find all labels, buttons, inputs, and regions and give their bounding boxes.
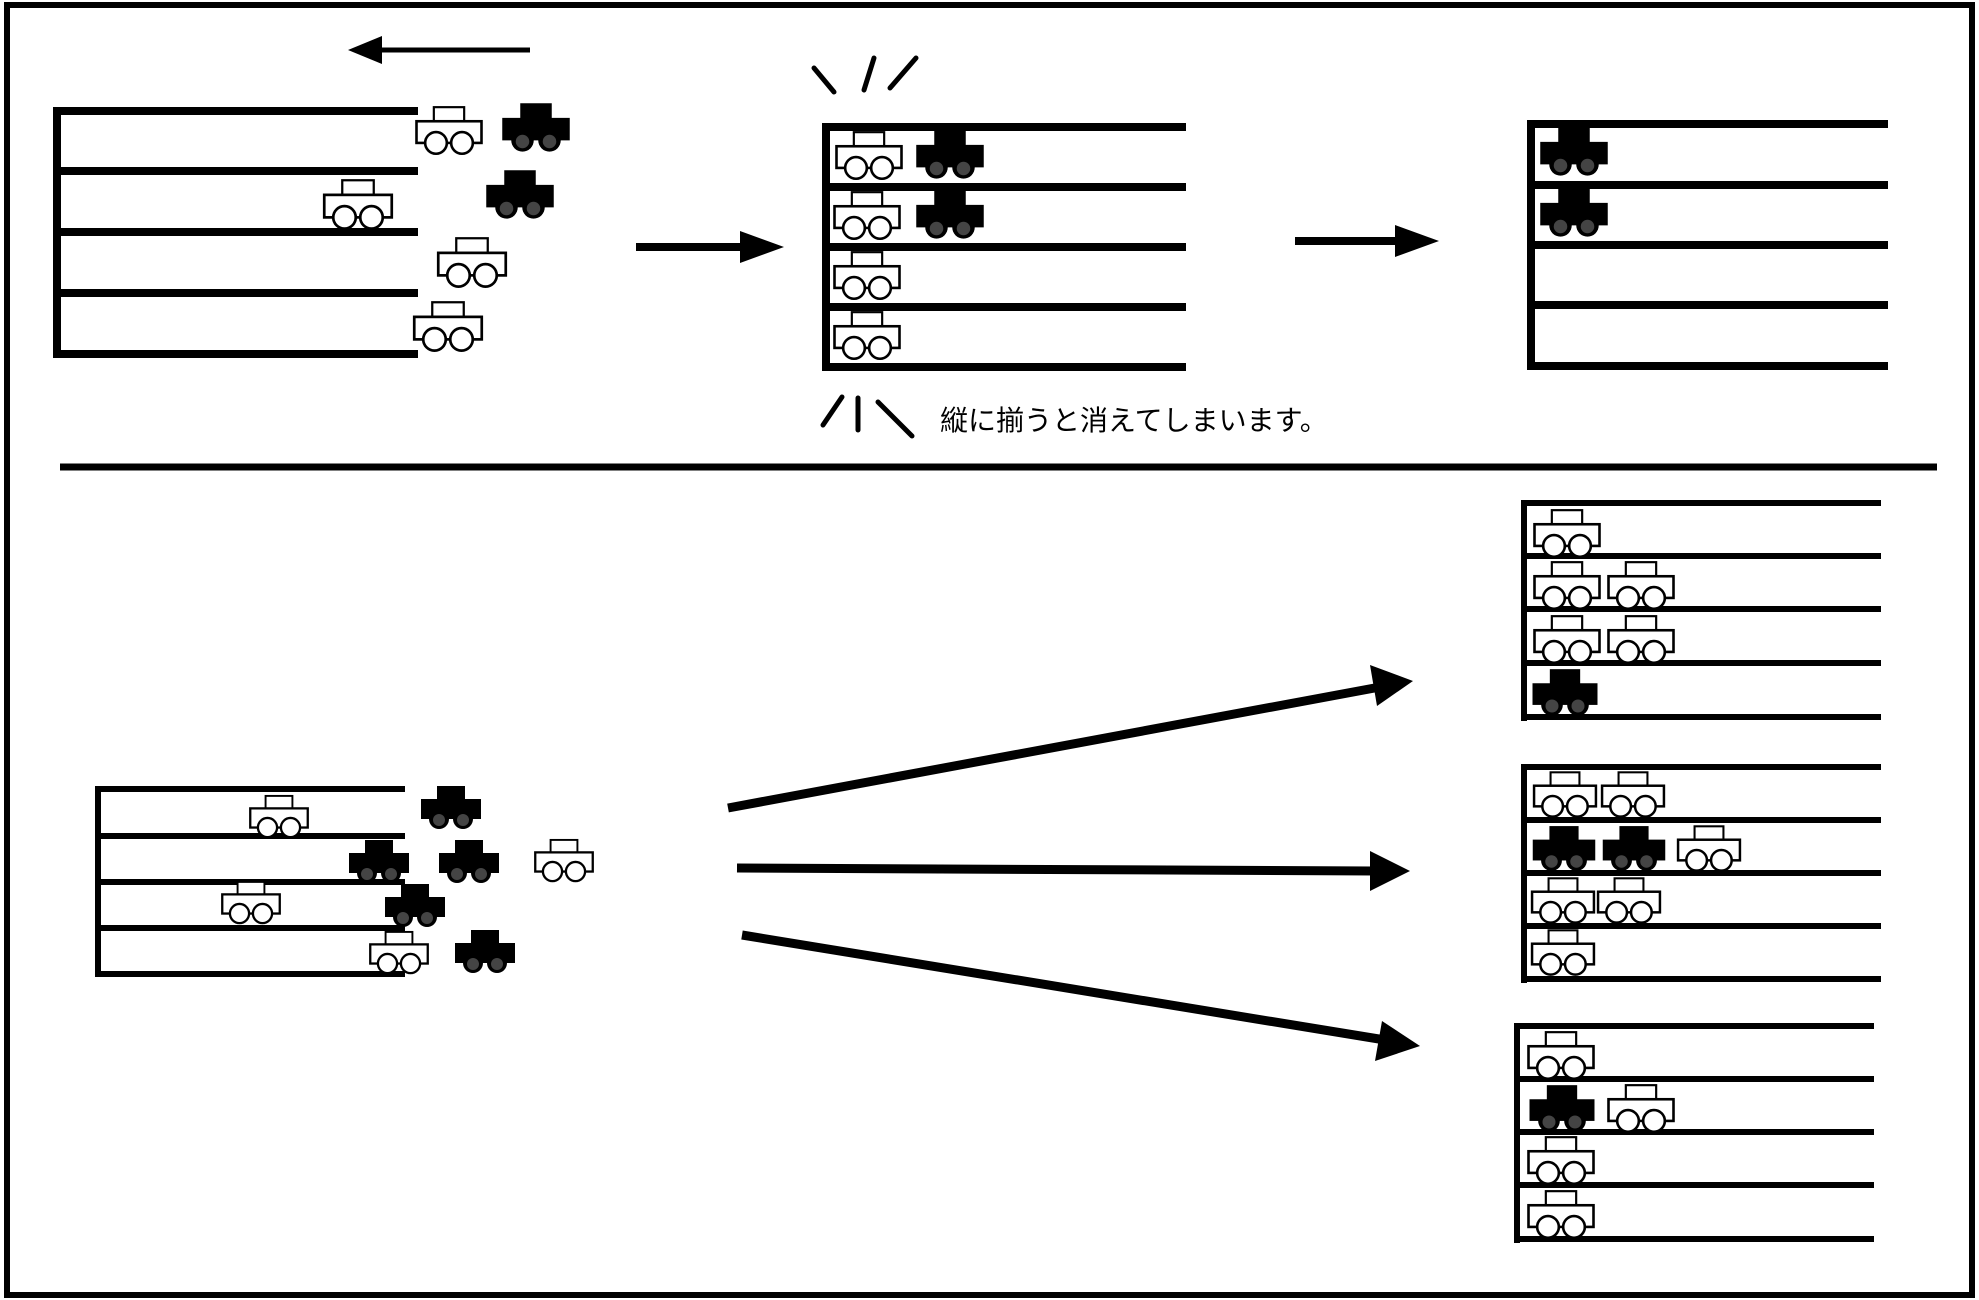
dark-car-icon (1540, 188, 1608, 237)
bottom-start-panel (95, 786, 594, 977)
arrow-icon (736, 851, 1410, 891)
lane-grid (1521, 764, 1881, 983)
light-car-icon (249, 794, 309, 839)
light-car-icon (436, 236, 508, 288)
dark-car-icon (1529, 1085, 1595, 1132)
dark-car-icon (349, 840, 409, 883)
caption-text: 縦に揃うと消えてしまいます。 (940, 404, 1328, 437)
top-after-panel (1527, 120, 1888, 370)
light-car-icon (1533, 560, 1601, 611)
outcome-panel-1 (1521, 500, 1881, 721)
outcome-panel-3 (1514, 1023, 1874, 1243)
light-car-icon (1676, 825, 1742, 872)
outcome-panel-2 (1521, 764, 1881, 983)
light-car-icon (1527, 1189, 1595, 1240)
dark-car-icon (1540, 127, 1608, 176)
light-car-icon (1533, 614, 1601, 665)
arrow-icon (636, 231, 784, 263)
light-car-icon (1607, 560, 1675, 611)
light-car-icon (1530, 877, 1596, 924)
light-car-icon (1607, 614, 1675, 665)
outer-frame (4, 2, 1975, 1298)
dark-car-icon (421, 786, 481, 829)
light-car-icon (415, 105, 483, 156)
dark-car-icon (385, 884, 445, 927)
dark-car-icon (1602, 826, 1666, 871)
dark-car-icon (916, 190, 984, 239)
lane-grid (1527, 120, 1888, 370)
flash-lines-icon (811, 55, 919, 95)
light-car-icon (833, 310, 901, 361)
top-aligned-panel: 縦に揃うと消えてしまいます。 (811, 55, 1328, 439)
light-car-icon (833, 190, 901, 241)
dark-car-icon (486, 170, 554, 219)
light-car-icon (835, 130, 903, 181)
arrow-icon (1295, 225, 1439, 257)
dark-car-icon (1532, 669, 1598, 716)
light-car-icon (1607, 1083, 1675, 1134)
light-car-icon (412, 300, 484, 352)
dark-car-icon (916, 130, 984, 179)
light-car-icon (1530, 929, 1596, 976)
dark-car-icon (502, 103, 570, 152)
light-car-icon (534, 838, 594, 883)
dark-car-icon (1532, 826, 1596, 871)
lane-grid (822, 123, 1186, 371)
light-car-icon (1596, 877, 1662, 924)
light-car-icon (221, 880, 281, 925)
light-car-icon (1532, 771, 1598, 818)
light-car-icon (833, 250, 901, 301)
flash-lines-icon (820, 394, 915, 439)
arrow-icon (741, 930, 1420, 1061)
lane-grid (53, 107, 418, 358)
light-car-icon (1527, 1030, 1595, 1081)
dark-car-icon (439, 840, 499, 883)
light-car-icon (1527, 1135, 1595, 1186)
arrow-icon (727, 665, 1413, 813)
light-car-icon (322, 178, 394, 230)
light-car-icon (369, 930, 429, 975)
light-car-icon (1600, 771, 1666, 818)
top-before-panel (53, 36, 570, 358)
dark-car-icon (455, 930, 515, 973)
motion-arrow-icon (348, 36, 530, 64)
light-car-icon (1533, 508, 1601, 559)
